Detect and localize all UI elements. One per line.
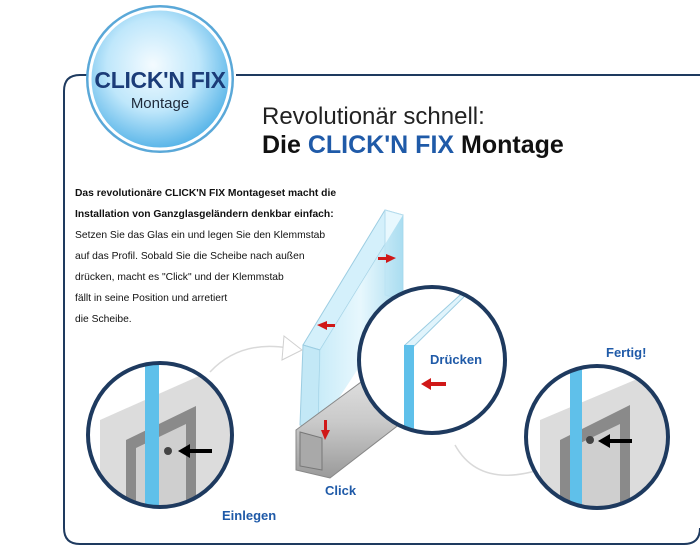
intro-line: die Scheibe. <box>75 314 132 325</box>
intro-line: auf das Profil. Sobald Sie die Scheibe n… <box>75 251 305 262</box>
badge-brand: CLICK'N FIX <box>94 67 226 93</box>
step-label-einlegen: Einlegen <box>222 508 277 523</box>
headline-prefix: Die <box>262 131 308 159</box>
intro-bold-line: Installation von Ganzglasgeländern denkb… <box>75 209 334 220</box>
headline-suffix: Montage <box>454 131 564 159</box>
intro-bold-line: Das revolutionäre CLICK'N FIX Montageset… <box>75 188 337 199</box>
step-label-fertig: Fertig! <box>606 345 647 360</box>
headline-line2: Die CLICK'N FIX Montage <box>262 131 564 160</box>
step-label-click: Click <box>325 483 357 498</box>
headline-brand: CLICK'N FIX <box>307 131 455 159</box>
step-label-druecken: Drücken <box>430 352 483 367</box>
badge-subtitle: Montage <box>130 95 190 112</box>
intro-line: fällt in seine Position und arretiert <box>75 293 228 304</box>
headline-line1: Revolutionär schnell: <box>262 103 485 130</box>
intro-line: drücken, macht es "Click" und der Klemms… <box>75 272 284 283</box>
intro-text: Das revolutionäre CLICK'N FIX Montageset… <box>75 183 365 330</box>
intro-line: Setzen Sie das Glas ein und legen Sie de… <box>75 230 326 241</box>
